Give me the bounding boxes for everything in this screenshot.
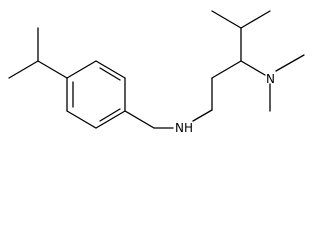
- isopropyl-group-right: [211, 10, 271, 62]
- ethyl-chain: [192, 60, 242, 122]
- structural-formula: NH N: [8, 10, 305, 135]
- bond: [275, 54, 305, 72]
- double-bond-inner: [99, 108, 121, 122]
- bond: [240, 10, 271, 29]
- bond: [66, 60, 97, 79]
- isopropyl-group-left: [8, 27, 68, 79]
- bond: [211, 60, 242, 79]
- dimethylamino-group: [240, 54, 305, 112]
- bond: [95, 60, 126, 79]
- bond: [8, 60, 39, 79]
- benzyl-linker: [124, 110, 174, 129]
- bond: [66, 110, 97, 129]
- bond: [192, 109, 213, 122]
- amine-nh-label: NH: [175, 121, 193, 135]
- bond: [240, 60, 266, 76]
- bond: [124, 110, 155, 129]
- dimethylamino-n-label: N: [266, 72, 275, 86]
- benzene-ring: [66, 60, 126, 129]
- bond: [95, 110, 126, 129]
- bond: [37, 60, 68, 79]
- double-bond-inner: [99, 67, 121, 81]
- bond: [211, 10, 242, 29]
